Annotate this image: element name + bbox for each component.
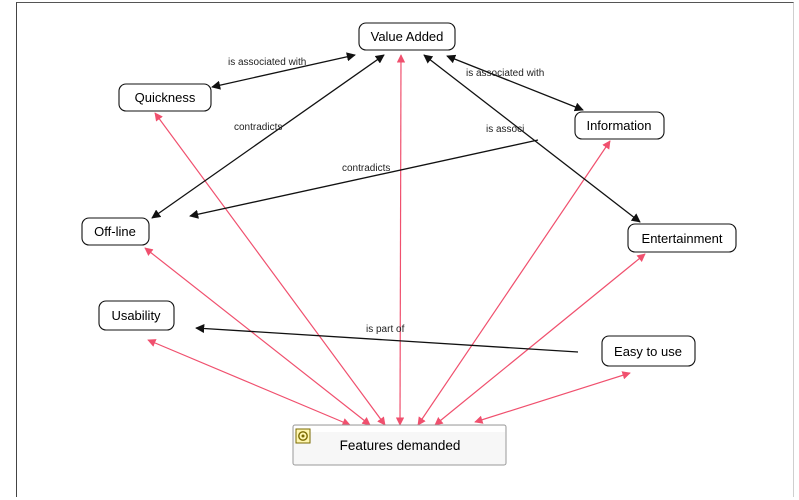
link-features-value-added[interactable] [395, 54, 406, 426]
link-value-added-entertainment[interactable] [423, 54, 641, 223]
link-features-information[interactable] [417, 140, 611, 426]
concept-node-usability[interactable]: Usability [98, 300, 175, 331]
concept-node-off-line[interactable]: Off-line [81, 217, 150, 246]
link-features-easy-to-use[interactable] [474, 371, 631, 424]
node-label: Quickness [135, 90, 196, 105]
node-label: Information [586, 118, 651, 133]
concept-node-easy-to-use[interactable]: Easy to use [601, 335, 696, 367]
concept-node-quickness[interactable]: Quickness [118, 83, 212, 112]
label-va-information: is associated with [466, 68, 544, 79]
label-info-offline: contradicts [342, 163, 390, 174]
relation-labels: is associated with is associated with co… [228, 57, 544, 335]
node-label: Off-line [94, 224, 136, 239]
link-information-off-line[interactable] [189, 139, 539, 219]
link-easy-to-use-usability[interactable] [195, 323, 579, 353]
feature-links [144, 54, 646, 426]
node-label: Entertainment [642, 231, 723, 246]
label-va-entertainment: is associ [486, 124, 524, 135]
concept-node-entertainment[interactable]: Entertainment [627, 223, 737, 253]
link-features-entertainment[interactable] [434, 253, 646, 426]
label-easy-usability: is part of [366, 324, 405, 335]
concept-node-information[interactable]: Information [574, 111, 665, 140]
label-va-offline: contradicts [234, 122, 282, 133]
concept-node-features-demanded[interactable]: Features demanded [292, 424, 507, 466]
link-value-added-off-line[interactable] [151, 54, 385, 219]
link-features-quickness[interactable] [154, 112, 386, 426]
link-features-usability[interactable] [147, 339, 351, 426]
label-va-quickness: is associated with [228, 57, 306, 68]
concept-map-icon [295, 428, 311, 444]
node-label: Usability [111, 308, 161, 323]
relation-links [151, 52, 641, 353]
node-label: Value Added [371, 29, 444, 44]
node-label: Easy to use [614, 344, 682, 359]
concept-node-value-added[interactable]: Value Added [358, 22, 456, 51]
node-label: Features demanded [340, 438, 461, 453]
link-value-added-information[interactable] [446, 54, 584, 112]
